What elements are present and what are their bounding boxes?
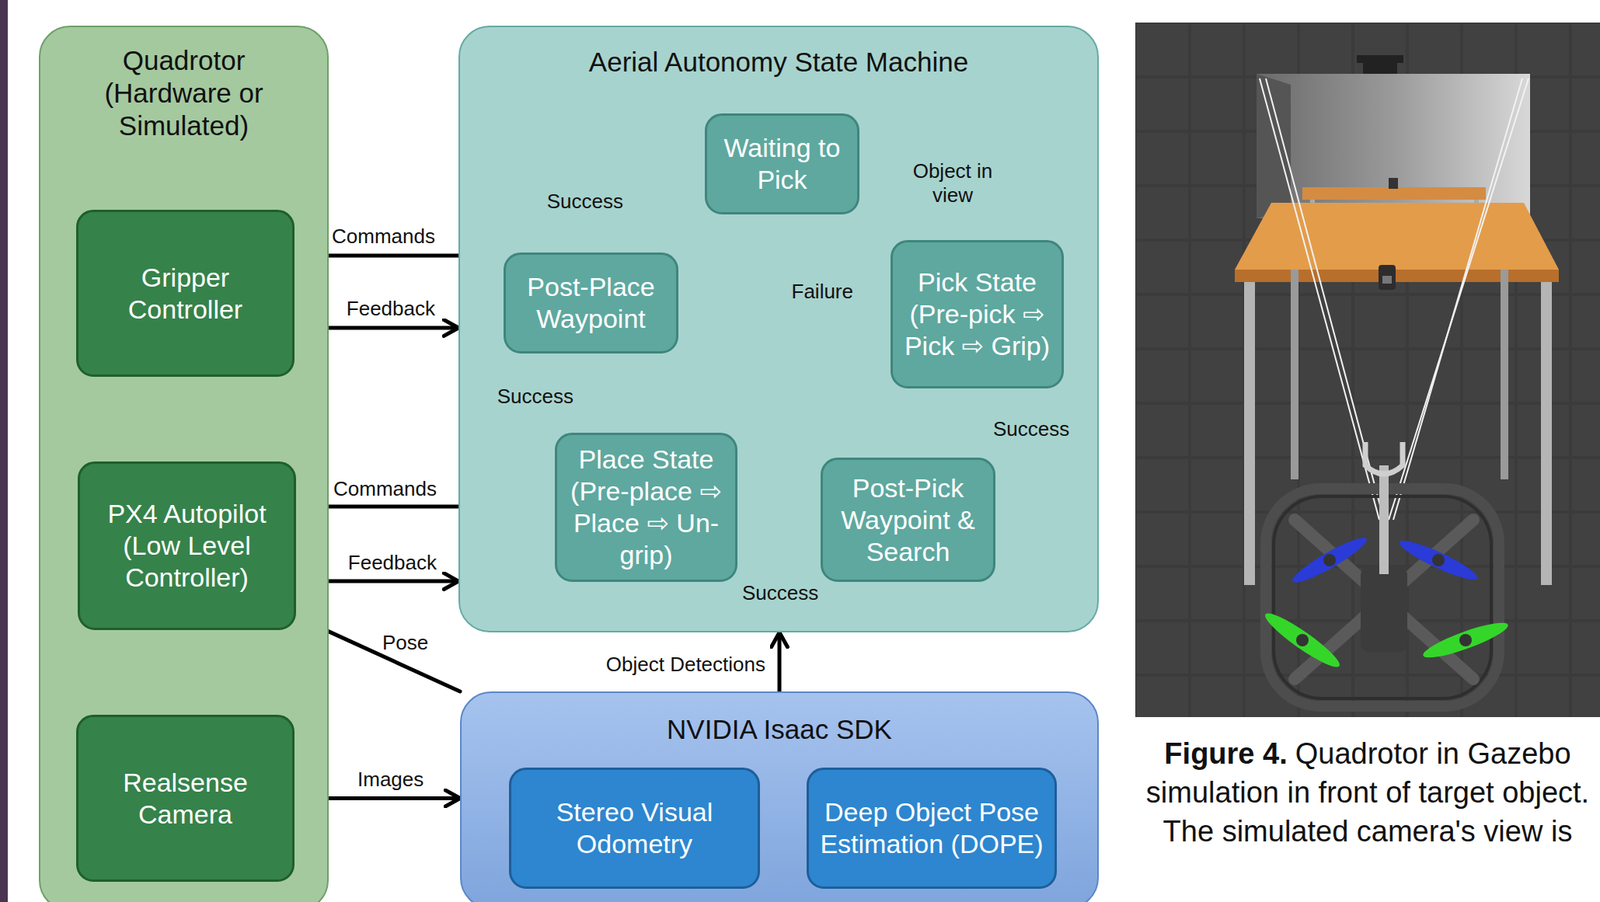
box-label: Realsense Camera (86, 766, 285, 831)
box-label: Deep Object Pose Estimation (DOPE) (816, 796, 1047, 861)
edge-label: Success (497, 384, 574, 409)
figure-number: Figure 4. (1164, 737, 1287, 771)
box-label: Pick State (Pre-pick ⇨ Pick ⇨ Grip) (900, 266, 1054, 363)
edge-label: Object Detections (606, 652, 766, 677)
group-panel: NVIDIA Isaac SDK Stereo Visual Odometry De… (460, 691, 1099, 902)
group-panel: Aerial Autonomy State MachineWaiting to … (458, 25, 1099, 633)
process-box: Gripper Controller (76, 209, 295, 377)
edge-label: Feedback (348, 550, 437, 576)
figure-caption: Figure 4.Quadrotor in Gazebo simulation … (1135, 734, 1600, 851)
panel-heading: NVIDIA Isaac SDK (468, 713, 1091, 746)
gazebo-render (1135, 22, 1600, 718)
box-label: Post-Pick Waypoint & Search (830, 472, 986, 569)
edge-label: Success (742, 581, 819, 606)
box-label: Gripper Controller (86, 261, 285, 326)
edge-label: Failure (791, 279, 854, 304)
box-label: Post-Place Waypoint (513, 271, 669, 335)
process-box: Place State (Pre-place ⇨ Place ⇨ Un-grip… (554, 432, 738, 583)
process-box: Deep Object Pose Estimation (DOPE) (806, 767, 1057, 889)
process-box: Pick State (Pre-pick ⇨ Pick ⇨ Grip) (890, 240, 1064, 389)
edge-label: Pose (382, 630, 429, 656)
edge-label: Images (357, 767, 424, 792)
data-flow-arrow (777, 632, 782, 692)
edge-label: Success (993, 417, 1070, 442)
edge-label: Object in view (902, 159, 1003, 208)
edge-label: Commands (333, 477, 437, 502)
side-strip (0, 0, 8, 902)
process-box: Post-Pick Waypoint & Search (820, 457, 996, 583)
panel-heading: Quadrotor (Hardware or Simulated) (79, 44, 290, 143)
panel-heading: Aerial Autonomy State Machine (467, 45, 1090, 79)
edge-label: Success (547, 189, 624, 214)
process-box: PX4 Autopilot (Low Level Controller) (77, 461, 297, 631)
process-box: Stereo Visual Odometry (508, 767, 760, 889)
process-box: Realsense Camera (76, 714, 295, 882)
box-label: Waiting to Pick (714, 132, 850, 196)
edge-label: Feedback (346, 296, 436, 321)
box-label: Stereo Visual Odometry (519, 796, 750, 861)
process-box: Post-Place Waypoint (503, 252, 679, 354)
group-panel: Quadrotor (Hardware or Simulated) Gripper… (38, 25, 329, 902)
process-box: Waiting to Pick (704, 113, 860, 215)
box-label: PX4 Autopilot (Low Level Controller) (87, 498, 286, 594)
edge-label: Commands (331, 224, 436, 249)
box-label: Place State (Pre-place ⇨ Place ⇨ Un-grip… (564, 443, 728, 572)
